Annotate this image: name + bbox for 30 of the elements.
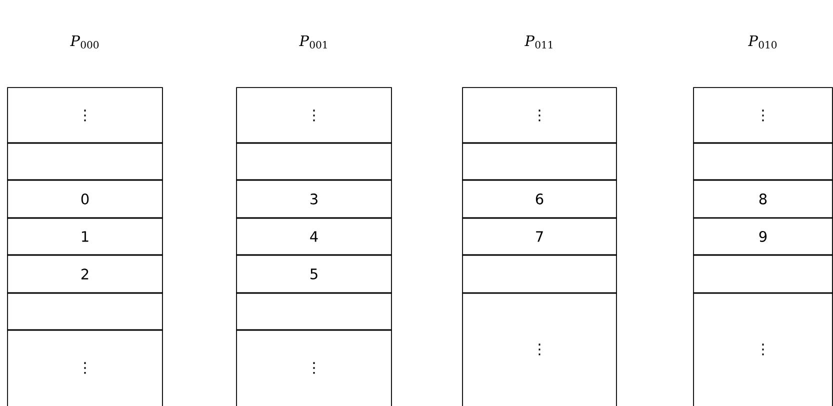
- memory-cell: [693, 254, 833, 294]
- memory-cell: 0: [7, 179, 163, 219]
- memory-cell: 2: [7, 254, 163, 294]
- memory-cell: [462, 142, 617, 181]
- memory-cell: [693, 142, 833, 181]
- column-header: P$_{010}$: [748, 35, 777, 49]
- memory-cell: ⋮: [7, 329, 163, 406]
- memory-cell: ⋮: [693, 87, 833, 144]
- memory-cell: [7, 292, 163, 331]
- memory-cell: ⋮: [693, 292, 833, 406]
- column-header: P$_{000}$: [70, 35, 99, 49]
- memory-cell: 9: [693, 217, 833, 256]
- memory-cell: ⋮: [236, 87, 392, 144]
- memory-cell: 5: [236, 254, 392, 294]
- memory-cell: [236, 292, 392, 331]
- memory-cell: 4: [236, 217, 392, 256]
- memory-cell: 6: [462, 179, 617, 219]
- memory-cell: 8: [693, 179, 833, 219]
- memory-cell: [7, 142, 163, 181]
- column-header: P$_{011}$: [524, 35, 552, 49]
- memory-cell: [462, 254, 617, 294]
- memory-cell: ⋮: [236, 329, 392, 406]
- memory-cell: ⋮: [462, 292, 617, 406]
- memory-cell: ⋮: [462, 87, 617, 144]
- memory-cell: 1: [7, 217, 163, 256]
- memory-cell: 3: [236, 179, 392, 219]
- memory-cell: ⋮: [7, 87, 163, 144]
- memory-cell: [236, 142, 392, 181]
- column-header: P$_{001}$: [299, 35, 327, 49]
- memory-cell: 7: [462, 217, 617, 256]
